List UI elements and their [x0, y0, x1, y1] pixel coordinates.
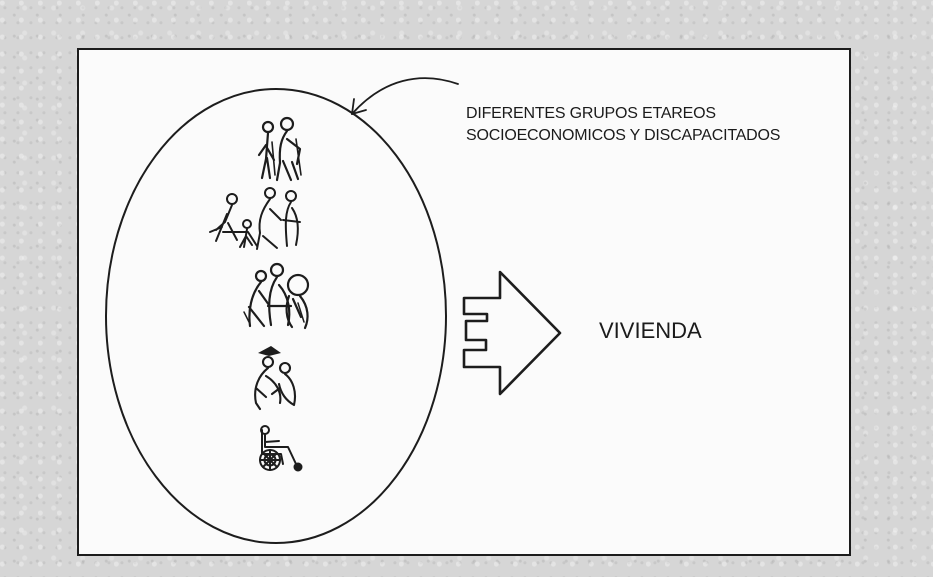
groups-label-line1: DIFERENTES GRUPOS ETAREOS — [466, 105, 716, 122]
groups-label: DIFERENTES GRUPOS ETAREOS SOCIOECONOMICO… — [466, 103, 780, 147]
housing-arrow — [462, 270, 562, 396]
housing-label: VIVIENDA — [599, 318, 702, 343]
family-group-icon — [257, 116, 302, 182]
children-and-adults-icon — [209, 187, 301, 250]
elderly-couple-icon — [254, 346, 297, 411]
adult-group-icon — [243, 262, 310, 330]
population-ellipse — [105, 88, 447, 544]
curved-pointer-arrow — [351, 77, 459, 115]
groups-label-line2: SOCIOECONOMICOS Y DISCAPACITADOS — [466, 127, 781, 144]
wheelchair-user-icon — [259, 425, 303, 472]
